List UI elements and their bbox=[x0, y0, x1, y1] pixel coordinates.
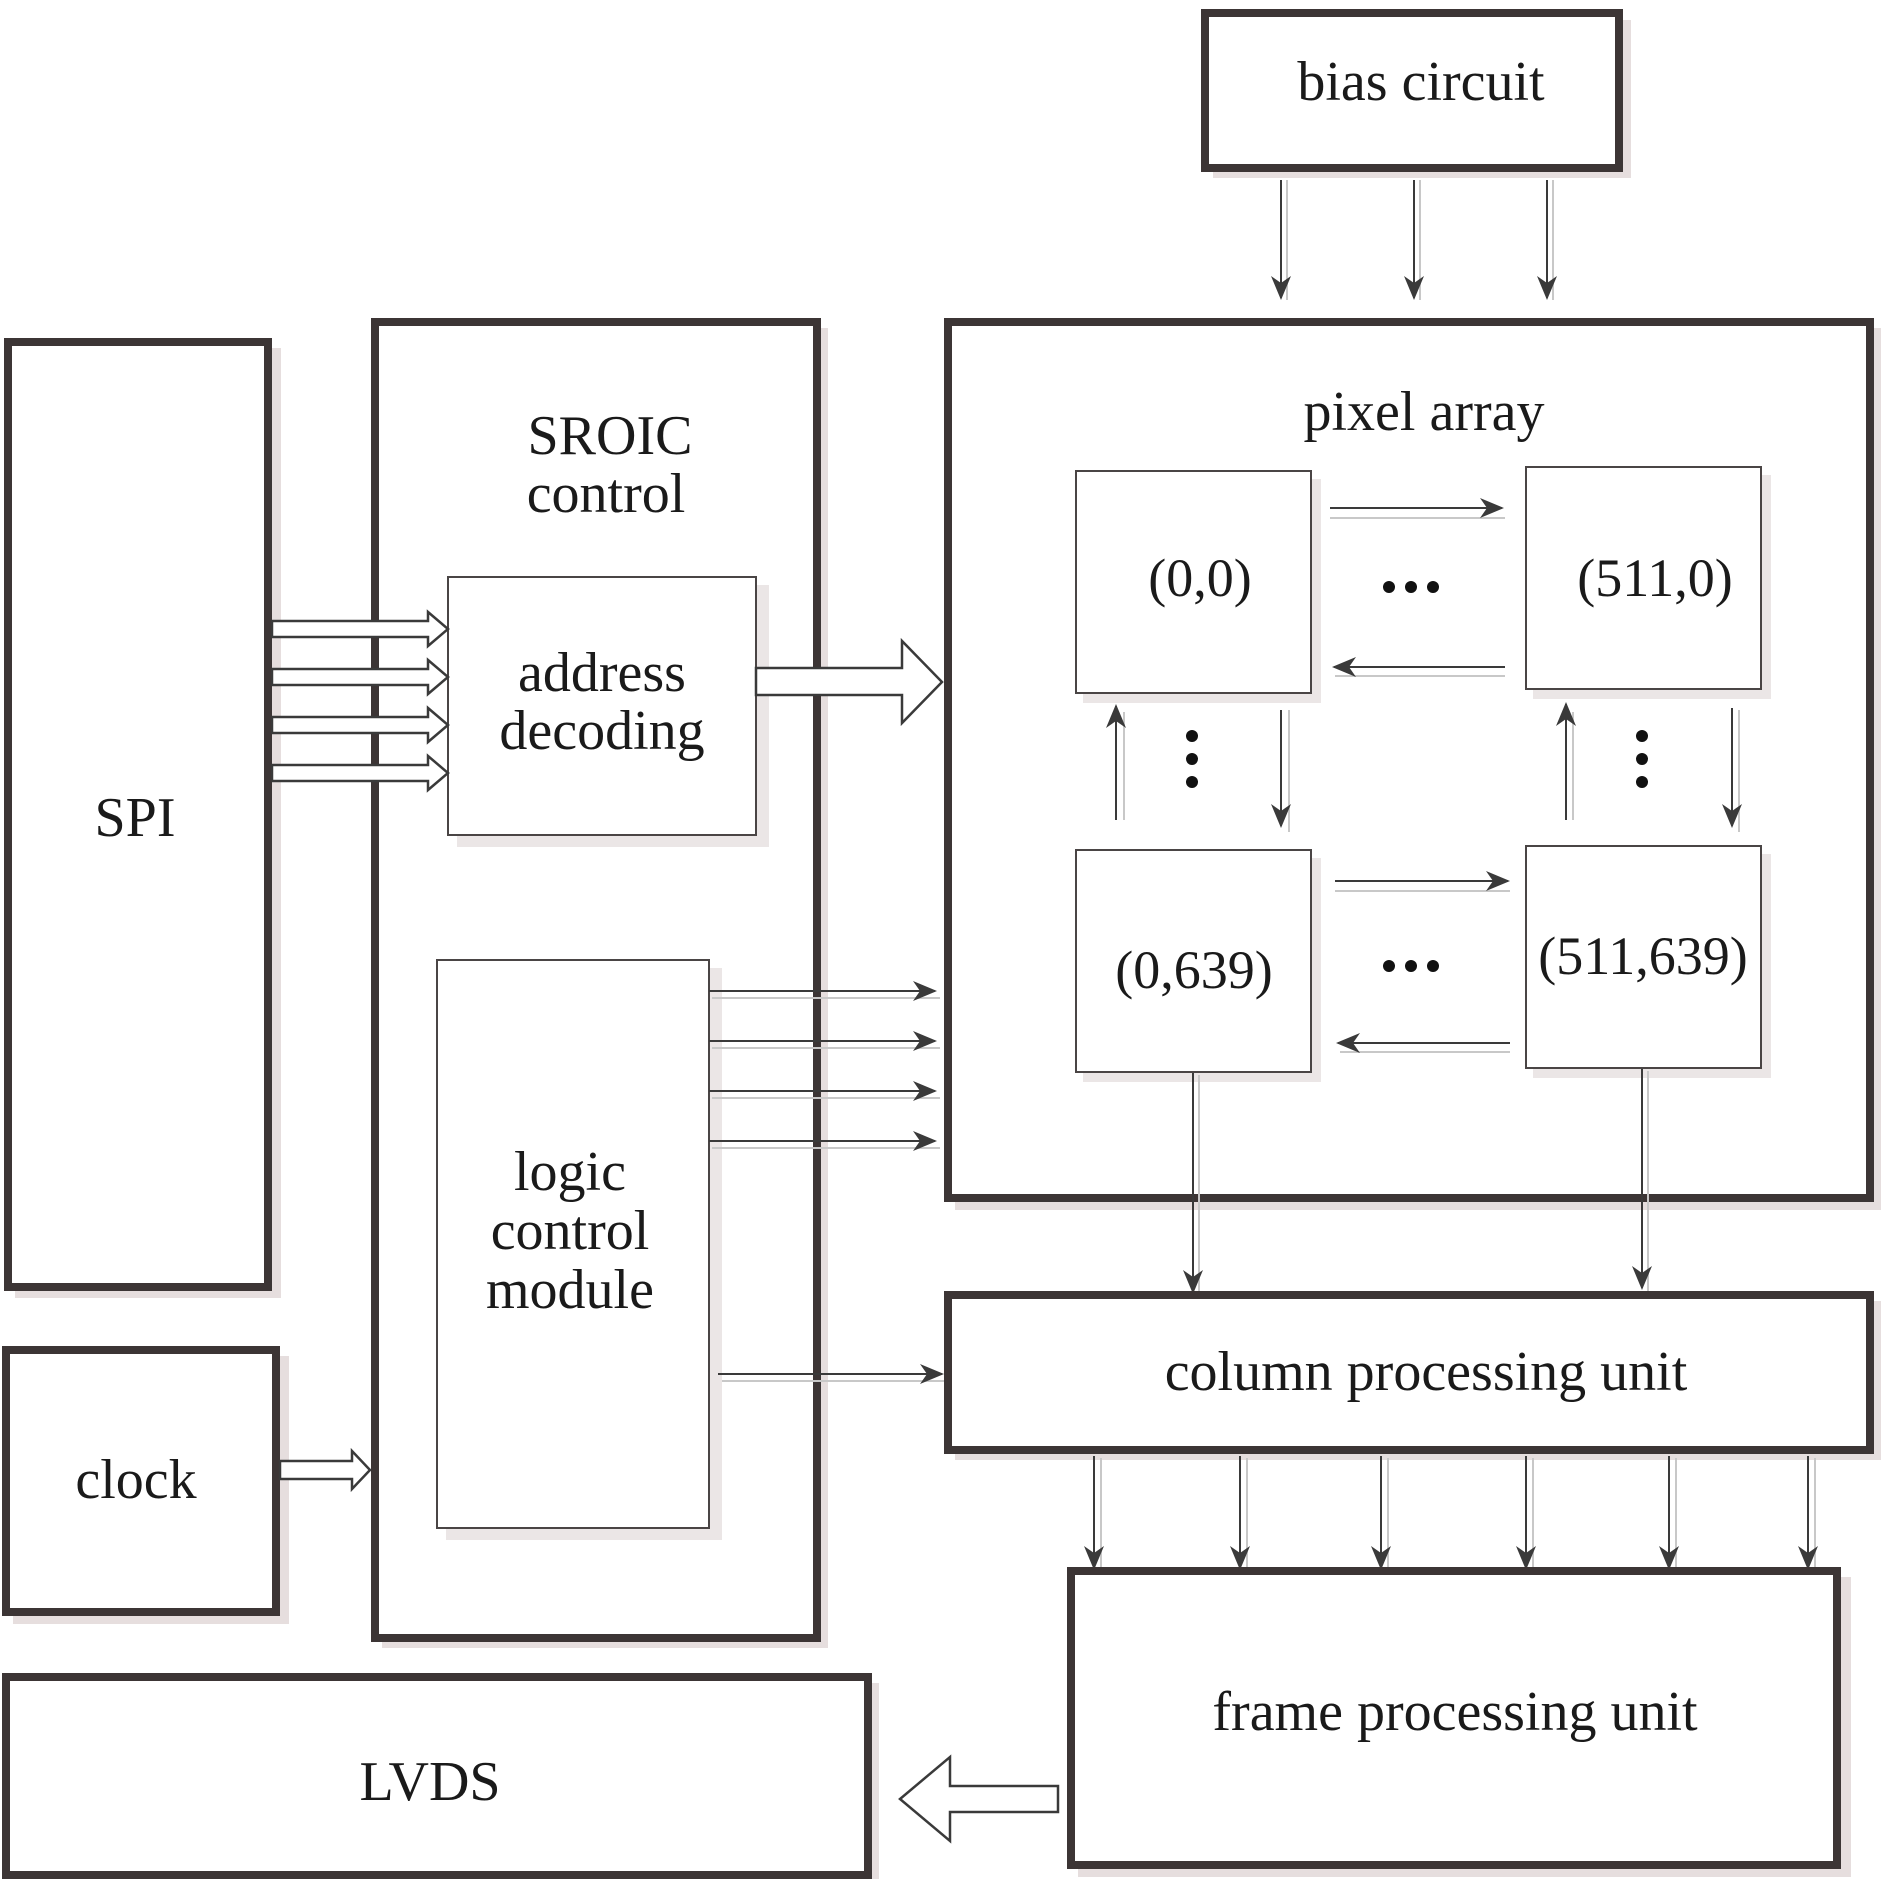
address-decoding-label-line1: address bbox=[518, 642, 686, 704]
column-processing-unit-label: column processing unit bbox=[1165, 1341, 1688, 1403]
bias-circuit-block: bias circuit bbox=[1201, 9, 1631, 178]
vertical-ellipsis-right bbox=[1636, 730, 1648, 788]
frame-processing-unit-label: frame processing unit bbox=[1212, 1681, 1698, 1743]
lvds-label: LVDS bbox=[359, 1751, 500, 1813]
vertical-ellipsis-left bbox=[1186, 730, 1198, 788]
pixel-cell-0-639: (0,639) bbox=[1075, 849, 1321, 1082]
pixel-label-511-639: (511,639) bbox=[1538, 926, 1747, 986]
pixel-cell-511-639: (511,639) bbox=[1525, 845, 1771, 1078]
logic-control-label-line2: control bbox=[491, 1200, 650, 1262]
pixel-cell-0-0: (0,0) bbox=[1075, 470, 1321, 703]
horizontal-ellipsis-top bbox=[1383, 581, 1439, 593]
pixel-label-0-0: (0,0) bbox=[1148, 548, 1251, 608]
sroic-control-label-line2: control bbox=[527, 463, 686, 525]
bias-arrows bbox=[1271, 180, 1557, 300]
clock-bus-arrow bbox=[278, 1447, 372, 1493]
spi-bus-arrows bbox=[270, 609, 450, 793]
address-bus-arrow bbox=[754, 637, 944, 727]
spi-block: SPI bbox=[4, 338, 281, 1298]
clock-block: clock bbox=[2, 1346, 289, 1624]
pixel-cell-511-0: (511,0) bbox=[1525, 466, 1771, 699]
pixel-to-column-arrows bbox=[1183, 1069, 1652, 1300]
logic-control-label-line1: logic bbox=[514, 1141, 626, 1203]
frame-to-lvds-arrow bbox=[898, 1754, 1060, 1844]
pixel-shift-arrows bbox=[1106, 498, 1742, 1053]
column-processing-unit-block: column processing unit bbox=[944, 1291, 1881, 1460]
pixel-label-511-0: (511,0) bbox=[1577, 548, 1732, 608]
clock-label: clock bbox=[75, 1449, 196, 1511]
column-to-frame-arrows bbox=[1084, 1456, 1818, 1575]
bias-circuit-label: bias circuit bbox=[1297, 51, 1545, 113]
logic-control-label-line3: module bbox=[486, 1259, 654, 1321]
logic-control-module-block: logic control module bbox=[436, 959, 722, 1540]
sroic-control-label-line1: SROIC bbox=[528, 405, 693, 467]
address-decoding-label-line2: decoding bbox=[499, 700, 704, 762]
address-decoding-block: address decoding bbox=[447, 576, 769, 847]
frame-processing-unit-block: frame processing unit bbox=[1067, 1567, 1851, 1877]
pixel-array-label: pixel array bbox=[1304, 381, 1545, 443]
horizontal-ellipsis-bottom bbox=[1383, 960, 1439, 972]
logic-to-pixel-arrows bbox=[709, 981, 940, 1151]
logic-to-column-arrow bbox=[718, 1364, 945, 1384]
lvds-block: LVDS bbox=[2, 1673, 879, 1879]
pixel-label-0-639: (0,639) bbox=[1115, 940, 1272, 1000]
spi-label: SPI bbox=[95, 787, 176, 849]
